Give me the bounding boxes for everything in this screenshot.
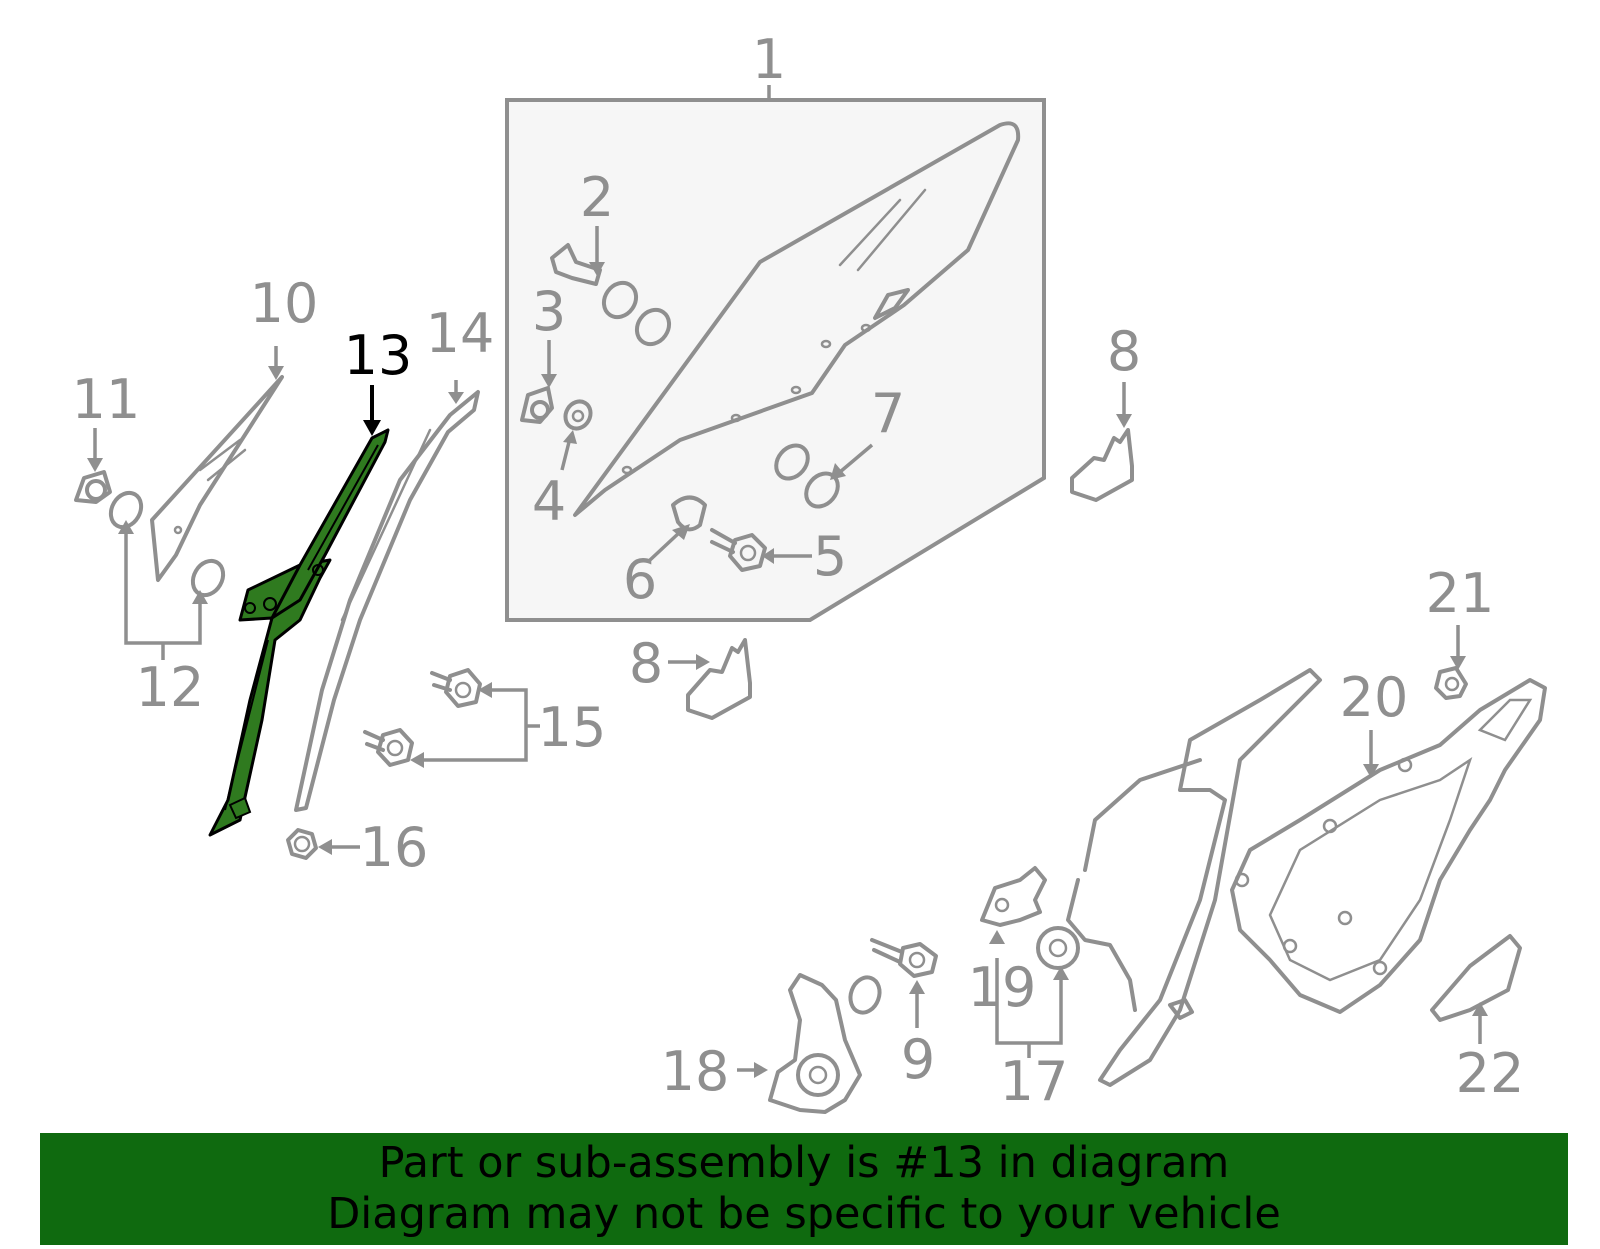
callout-3: 3 <box>532 280 566 343</box>
callout-10: 10 <box>250 272 319 335</box>
callout-4: 4 <box>532 470 566 533</box>
glass-clip <box>520 386 593 431</box>
glass-screw <box>550 243 672 347</box>
regulator-motor <box>768 973 882 1114</box>
callout-14: 14 <box>426 302 495 365</box>
channel-nut <box>286 828 318 860</box>
callout-8-upper: 8 <box>1107 320 1141 383</box>
channel-bolts <box>363 668 482 767</box>
highlighted-part-13 <box>208 428 390 837</box>
rear-channel <box>294 390 480 812</box>
callout-21: 21 <box>1426 562 1495 625</box>
motor-bolt <box>870 938 938 978</box>
callout-2: 2 <box>580 166 614 229</box>
callout-18: 18 <box>661 1040 730 1103</box>
callout-11: 11 <box>72 368 141 431</box>
callout-8-lower: 8 <box>629 632 663 695</box>
callout-13: 13 <box>344 324 413 387</box>
regulator-clip <box>980 866 1047 927</box>
callout-16: 16 <box>360 816 429 879</box>
callout-12: 12 <box>136 656 205 719</box>
callout-19: 19 <box>968 956 1037 1019</box>
callout-17: 17 <box>1000 1050 1069 1113</box>
panel-clip <box>1434 666 1468 700</box>
callout-9: 9 <box>901 1028 935 1091</box>
callout-1: 1 <box>752 28 786 91</box>
window-regulator <box>1036 668 1322 1087</box>
callout-15: 15 <box>538 696 607 759</box>
door-glass <box>573 121 1021 517</box>
callout-6: 6 <box>623 548 657 611</box>
info-banner: Part or sub-assembly is #13 in diagram D… <box>40 1133 1568 1245</box>
callout-20: 20 <box>1340 666 1409 729</box>
banner-line-2: Diagram may not be specific to your vehi… <box>327 1189 1281 1239</box>
callout-7: 7 <box>871 382 905 445</box>
bracket-upper <box>1070 428 1134 502</box>
door-module-panel <box>1230 678 1547 1014</box>
bracket-lower <box>686 638 752 720</box>
panel-pad <box>1430 934 1522 1022</box>
callout-22: 22 <box>1456 1042 1525 1105</box>
glass-assembly-box <box>505 85 1046 622</box>
callout-5: 5 <box>813 525 847 588</box>
leader-lines <box>87 226 1488 1078</box>
callout-labels: 1 2 3 4 5 6 7 8 8 9 10 11 12 13 14 15 16… <box>72 28 1525 1113</box>
banner-line-1: Part or sub-assembly is #13 in diagram <box>378 1138 1230 1188</box>
quarter-glass <box>150 375 284 582</box>
